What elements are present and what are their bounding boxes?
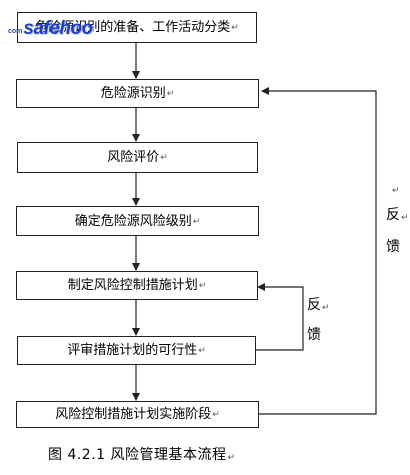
inner-feedback-label-1: 反↵ [307,297,330,313]
inner-feedback-label-2: 馈 [307,327,321,343]
step-control-plan-label: 制定风险控制措施计划 [67,278,198,293]
step-preparation-label: 危险源识别的准备、工作活动分类 [35,20,231,35]
outer-feedback-label-1: 反↵ [386,207,409,223]
step-risk-assessment-label: 风险评价 [107,150,160,165]
step-preparation-box: 危险源识别的准备、工作活动分类↵ [17,12,257,43]
step-implementation-box: 风险控制措施计划实施阶段↵ [16,401,259,428]
figure-caption: 图 4.2.1 风险管理基本流程↵ [48,447,236,463]
step-implementation-label: 风险控制措施计划实施阶段 [55,407,212,422]
watermark-small: com [8,28,23,35]
outer-feedback-loop [259,87,377,415]
outer-feedback-label-2: 馈 [386,239,400,255]
watermark-text: safehoo [23,18,93,39]
watermark-logo: com safehoo [8,12,93,38]
step-hazard-identification-box: 危险源识别↵ [16,79,259,108]
step-hazard-identification-label: 危险源识别 [100,86,166,101]
inner-feedback-loop [256,283,304,351]
step-risk-assessment-box: 风险评价↵ [17,142,258,173]
step-risk-level-label: 确定危险源风险级别 [74,213,192,229]
step-feasibility-review-box: 评审措施计划的可行性↵ [17,336,256,365]
step-risk-level-box: 确定危险源风险级别↵ [16,206,259,236]
step-control-plan-box: 制定风险控制措施计划↵ [16,271,258,300]
step-feasibility-review-label: 评审措施计划的可行性 [67,343,198,358]
